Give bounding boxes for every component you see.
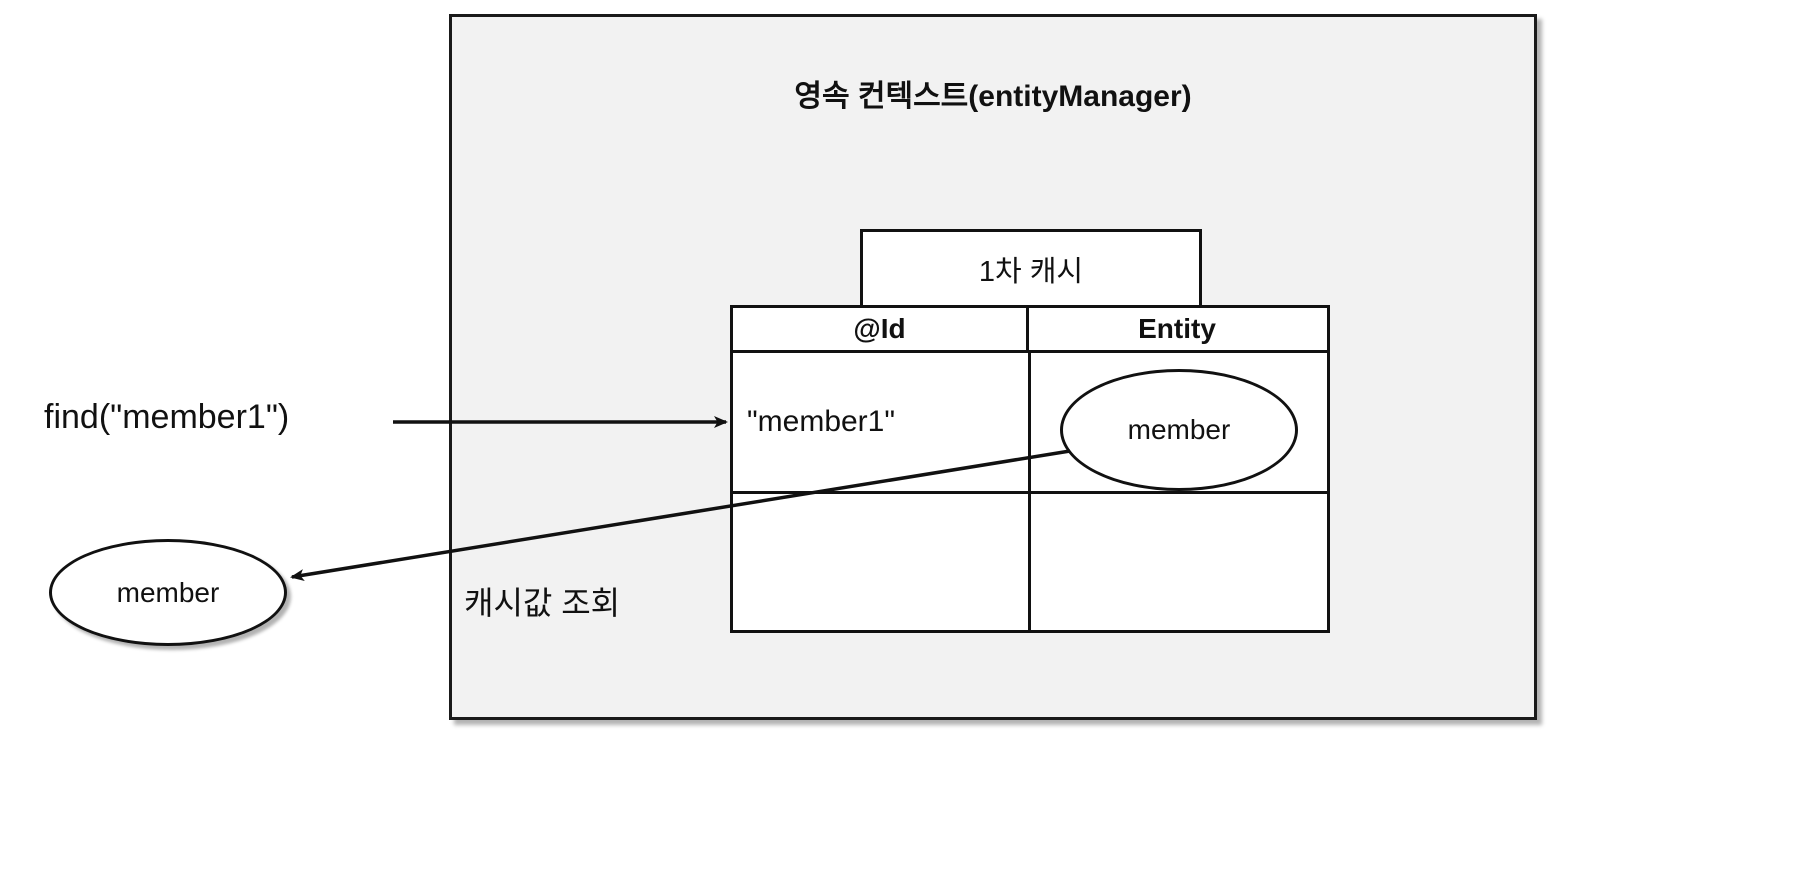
- returned-entity-ellipse: member: [49, 539, 287, 646]
- cached-entity-ellipse: member: [1060, 369, 1298, 491]
- first-level-cache-caption: 1차 캐시: [860, 229, 1202, 306]
- table-row-divider: [733, 491, 1327, 494]
- find-call-label: find("member1"): [44, 398, 290, 436]
- cache-lookup-label: 캐시값 조회: [464, 585, 621, 621]
- persistence-context-title: 영속 컨텍스트(entityManager): [794, 80, 1192, 113]
- column-header-id: @Id: [733, 308, 1029, 350]
- table-cell-id-value: "member1": [747, 405, 896, 438]
- column-header-entity: Entity: [1138, 313, 1216, 344]
- table-header-row: @Id Entity: [733, 308, 1327, 353]
